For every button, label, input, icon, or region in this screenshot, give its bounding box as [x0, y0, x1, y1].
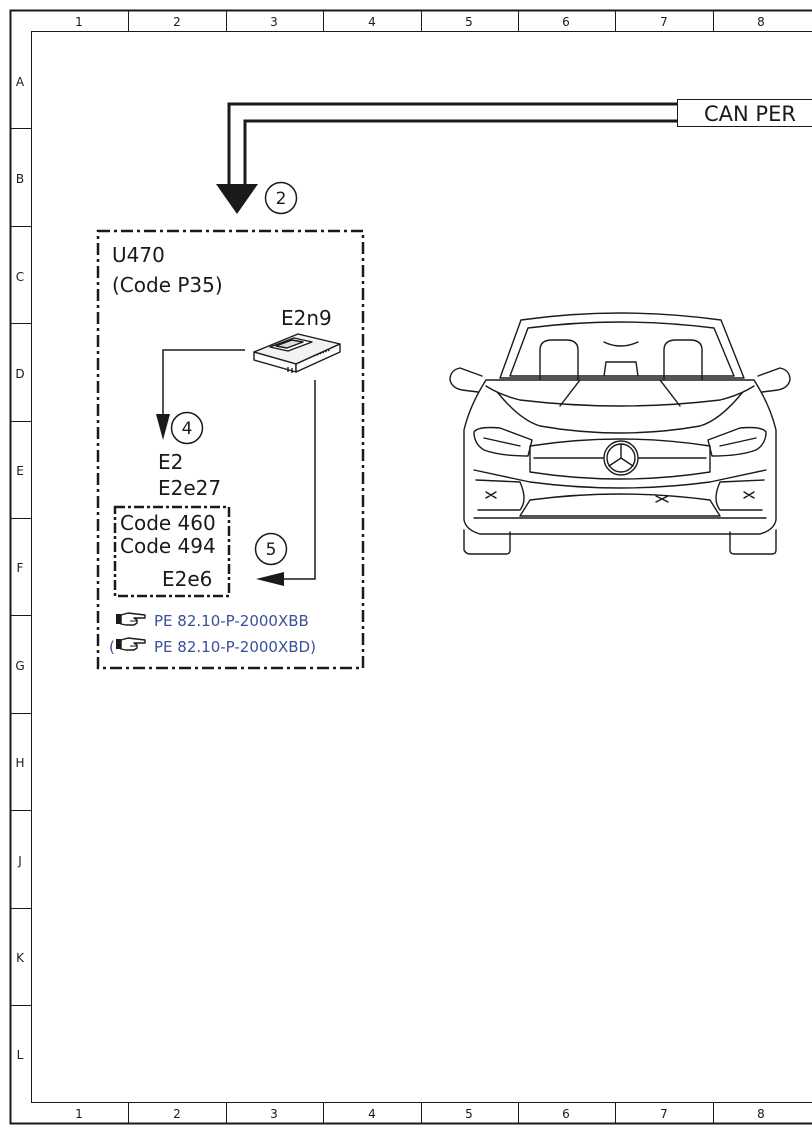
pointing-hand-icon: [116, 612, 146, 626]
target-e2e27-label: E2e27: [158, 476, 221, 500]
pointing-hand-icon: [116, 637, 146, 651]
target-e2e6-label: E2e6: [162, 567, 212, 591]
reference-link[interactable]: ( PE 82.10-P-2000XBD): [109, 637, 316, 656]
row-label: B: [16, 172, 24, 186]
row-label: A: [16, 75, 25, 89]
marker-2-label: 2: [276, 189, 287, 209]
column-label: 3: [270, 15, 278, 29]
column-label: 6: [562, 15, 570, 29]
column-label: 7: [660, 1107, 668, 1121]
column-label: 8: [757, 15, 765, 29]
marker-5: 5: [254, 532, 288, 566]
row-label: J: [17, 854, 22, 868]
unit-code: (Code P35): [112, 273, 223, 297]
u470-boundary: [96, 229, 365, 670]
row-label: C: [16, 270, 24, 284]
column-label: 5: [465, 15, 473, 29]
column-label: 8: [757, 1107, 765, 1121]
can-bus-lines: [227, 102, 677, 188]
arrowhead-e2e6: [256, 572, 284, 586]
line-to-e2e6: [280, 380, 316, 580]
column-label: 4: [368, 15, 376, 29]
reference-text[interactable]: PE 82.10-P-2000XBD): [154, 638, 316, 656]
row-label: H: [15, 756, 24, 770]
row-label: D: [15, 367, 24, 381]
row-label: G: [15, 659, 24, 673]
target-e2-label: E2: [158, 450, 183, 474]
column-labels-bottom: 1 2 3 4 5 6 7 8: [75, 1107, 765, 1121]
row-labels: A B C D E F G H J K L: [15, 75, 25, 1062]
can-bus-connector[interactable]: CAN PER: [677, 99, 812, 127]
reference-text[interactable]: PE 82.10-P-2000XBB: [154, 612, 309, 630]
marker-4-label: 4: [182, 419, 193, 439]
unit-name: U470: [112, 243, 165, 267]
row-dividers: [11, 128, 31, 1006]
column-label: 5: [465, 1107, 473, 1121]
code-group-boundary: [113, 505, 231, 598]
column-label: 2: [173, 15, 181, 29]
row-label: E: [16, 464, 24, 478]
can-bus-label: CAN PER: [704, 102, 796, 126]
column-label: 7: [660, 15, 668, 29]
column-dividers: [128, 11, 714, 1123]
reference-link[interactable]: PE 82.10-P-2000XBB: [116, 612, 309, 630]
can-bus-arrowhead: [216, 184, 258, 214]
line-to-e2: [162, 349, 245, 418]
code-460-label: Code 460: [120, 511, 216, 535]
code-494-label: Code 494: [120, 534, 216, 558]
row-label: L: [17, 1048, 24, 1062]
marker-5-label: 5: [266, 540, 277, 560]
column-labels-top: 1 2 3 4 5 6 7 8: [75, 15, 765, 29]
column-label: 1: [75, 1107, 83, 1121]
column-label: 1: [75, 15, 83, 29]
reference-prefix: (: [109, 638, 115, 656]
module-label: E2n9: [281, 306, 332, 330]
row-label: F: [17, 561, 24, 575]
row-label: K: [16, 951, 25, 965]
column-label: 3: [270, 1107, 278, 1121]
marker-2: 2: [264, 181, 298, 215]
car-front-view: [449, 312, 791, 555]
column-label: 4: [368, 1107, 376, 1121]
column-label: 6: [562, 1107, 570, 1121]
arrowhead-e2: [156, 414, 170, 440]
drawing-frame: [9, 9, 812, 1125]
marker-4: 4: [170, 411, 204, 445]
control-module-icon[interactable]: [253, 333, 341, 373]
column-label: 2: [173, 1107, 181, 1121]
